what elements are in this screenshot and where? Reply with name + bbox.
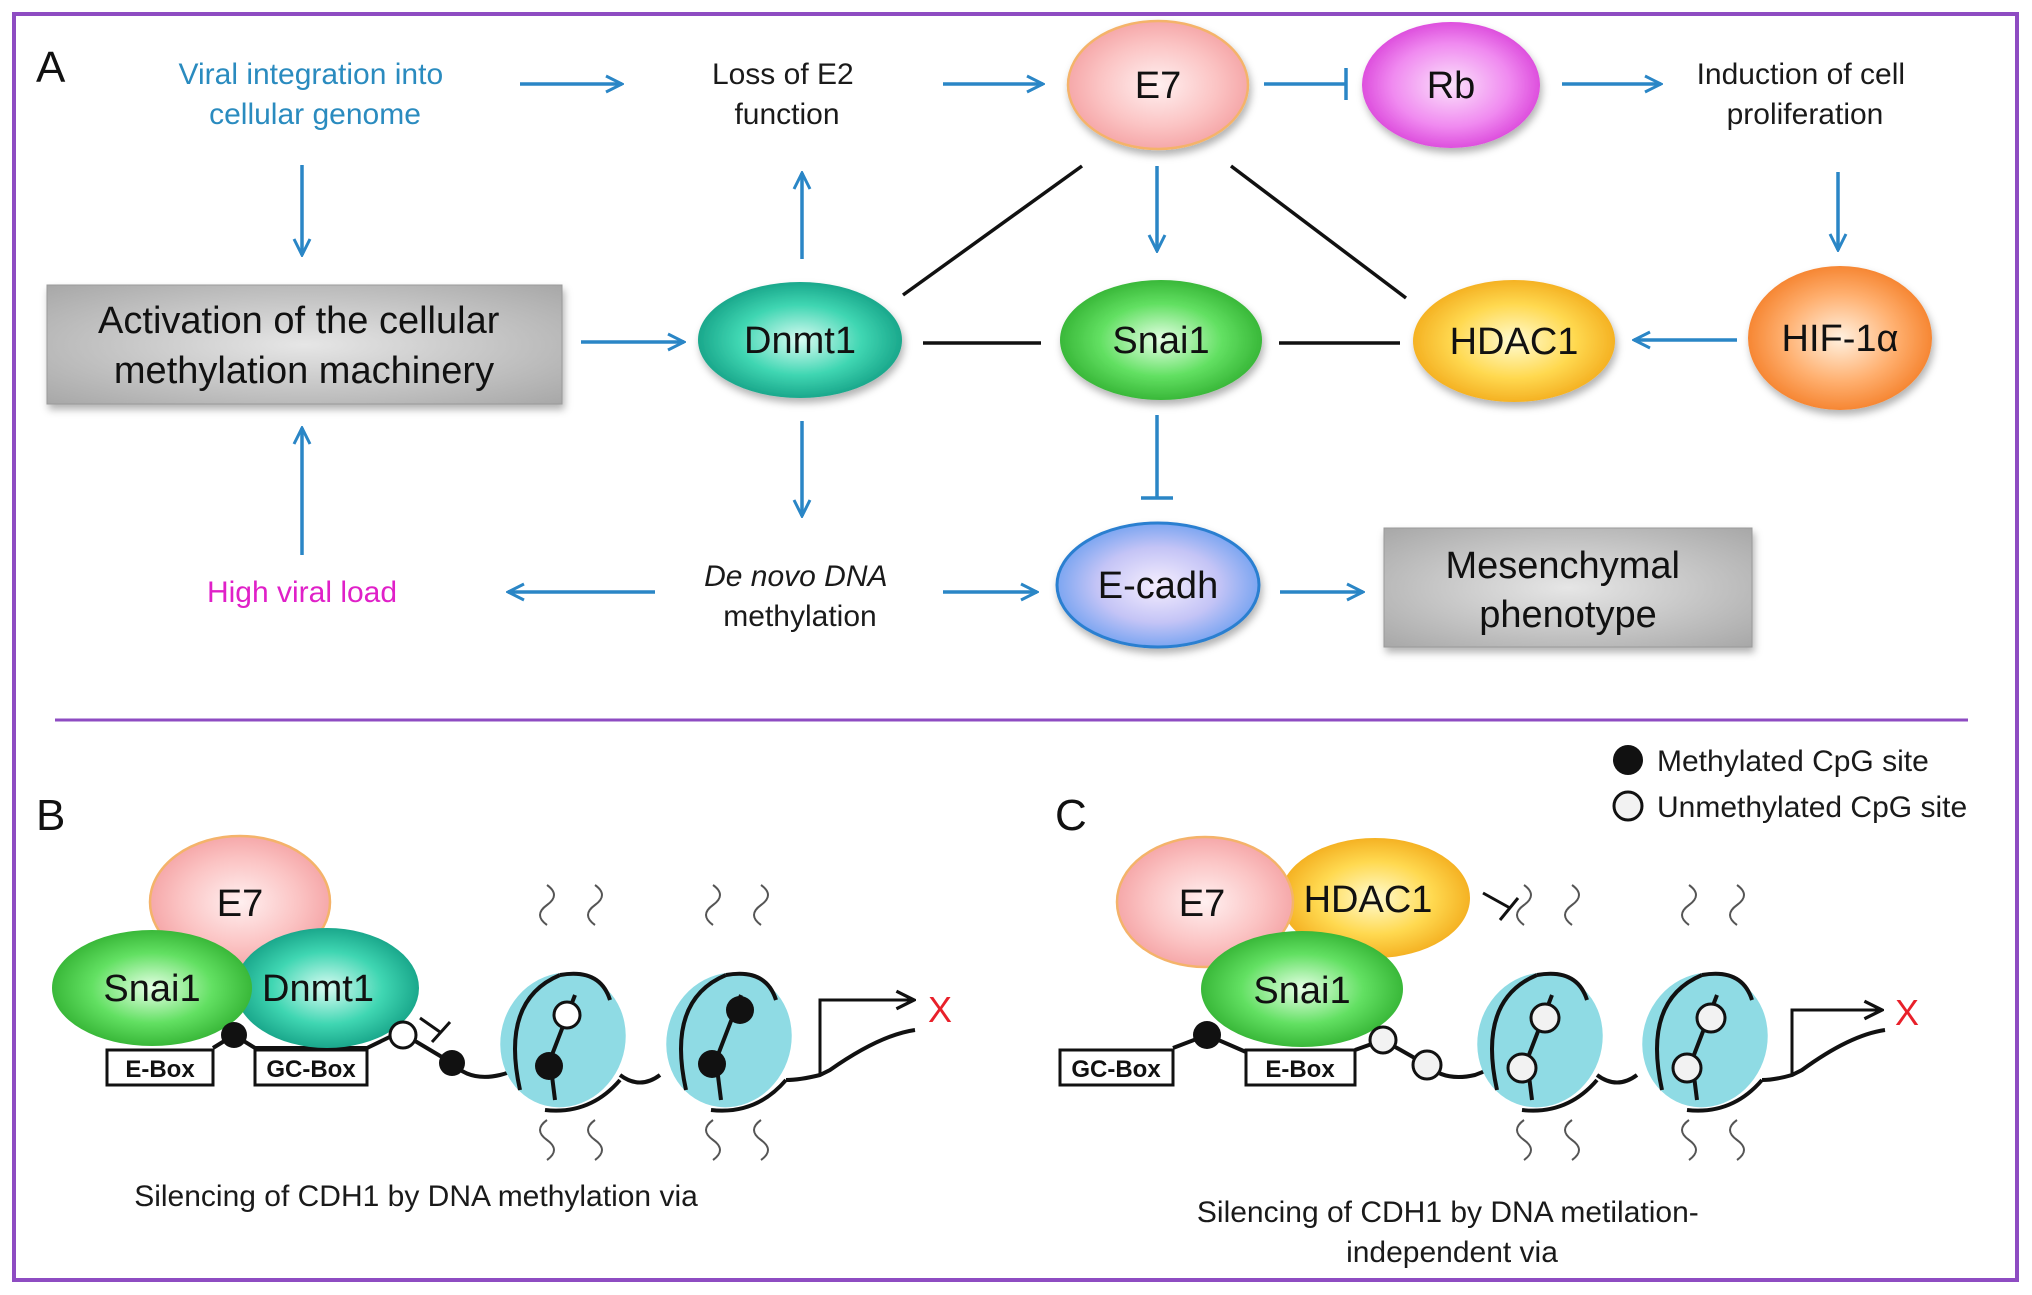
blocked-transcription-mark: X [1895, 992, 1919, 1033]
nucleosome [666, 884, 792, 1161]
inhibit-snai1-ecadh [1141, 415, 1173, 500]
blocked-transcription-mark: X [928, 989, 952, 1030]
viral-integration-label: Viral integration into cellular genome [179, 58, 452, 131]
methylated-cpg-icon [221, 1022, 247, 1048]
panel-b-letter: B [36, 791, 65, 840]
linker-dna [1595, 1073, 1639, 1085]
unmethylated-cpg-icon [388, 1020, 418, 1050]
complex-b-snai1 [52, 930, 252, 1046]
complex-c-snai1 [1201, 931, 1403, 1047]
transcription-start-site [785, 1000, 915, 1082]
legend-unmethylated-label: Unmethylated CpG site [1657, 791, 1967, 824]
activation-box [46, 284, 563, 405]
node-hdac1-label: HDAC1 [1450, 321, 1579, 363]
node-hif1a-label: HIF-1α [1782, 318, 1899, 360]
panel-c-caption: Silencing of CDH1 by DNA metilation- ind… [1197, 1196, 1707, 1269]
panel-b-caption: Silencing of CDH1 by DNA methylation via [134, 1180, 698, 1213]
linker-dna [618, 1073, 662, 1085]
node-ecadh [1055, 521, 1261, 649]
figure-frame [12, 12, 2019, 1282]
complex-c-e7-label: E7 [1179, 883, 1225, 925]
methylated-cpg-icon [1193, 1021, 1221, 1049]
node-snai1 [1060, 280, 1262, 400]
methylated-cpg-icon [535, 1052, 563, 1080]
complex-b-snai1-label: Snai1 [103, 968, 200, 1010]
unmethylated-cpg-icon [552, 1000, 582, 1030]
node-rb [1362, 22, 1540, 148]
panel-a-letter: A [36, 43, 66, 92]
complex-b-dnmt1 [235, 928, 419, 1048]
link-e7-dnmt1 [901, 164, 1084, 297]
e-box-label: E-Box [1265, 1056, 1335, 1083]
de-novo-methylation-label: De novo DNA methylation [704, 560, 896, 633]
complex-b-e7-label: E7 [217, 883, 263, 925]
node-rb-label: Rb [1427, 65, 1476, 107]
node-e7-label: E7 [1135, 65, 1181, 107]
complex-c-snai1-label: Snai1 [1253, 970, 1350, 1012]
node-hif1a [1748, 266, 1932, 410]
unmethylated-cpg-icon [1529, 1002, 1561, 1034]
legend-methylated-label: Methylated CpG site [1657, 745, 1929, 778]
complex-c-hdac1 [1280, 838, 1470, 958]
unmethylated-cpg-icon [1506, 1052, 1538, 1084]
node-dnmt1 [698, 282, 902, 398]
node-dnmt1-label: Dnmt1 [744, 320, 856, 362]
nucleosome [500, 884, 626, 1161]
gc-box-label: GC-Box [1071, 1056, 1161, 1083]
methylated-cpg-icon [698, 1050, 726, 1078]
complex-c-e7 [1115, 835, 1295, 969]
unmethylated-cpg-icon [1368, 1025, 1398, 1055]
mesenchymal-box-label: Mesenchymal phenotype [1446, 545, 1691, 636]
unmethylated-cpg-icon [1612, 790, 1644, 822]
legend: Methylated CpG site Unmethylated CpG sit… [1612, 745, 1967, 824]
e-box-label: E-Box [125, 1056, 195, 1083]
node-snai1-label: Snai1 [1112, 320, 1209, 362]
complex-b-dnmt1-label: Dnmt1 [262, 968, 374, 1010]
high-viral-load-label: High viral load [207, 576, 397, 609]
loss-of-e2-label: Loss of E2 function [712, 58, 862, 131]
gc-box-site [253, 1048, 369, 1087]
inhibition-mark-b [419, 1016, 452, 1044]
inhibition-mark-c [1482, 891, 1520, 921]
induction-label: Induction of cell proliferation [1697, 58, 1914, 131]
node-ecadh-label: E-cadh [1098, 565, 1218, 607]
e-box-site [105, 1048, 215, 1087]
e-box-site [1244, 1048, 1357, 1087]
unmethylated-cpg-icon [1411, 1049, 1443, 1081]
methylated-cpg-icon [1613, 745, 1643, 775]
complex-c-hdac1-label: HDAC1 [1304, 879, 1433, 921]
nucleosome [1642, 884, 1768, 1161]
node-e7 [1066, 19, 1250, 151]
unmethylated-cpg-icon [1671, 1052, 1703, 1084]
gc-box-label: GC-Box [266, 1056, 356, 1083]
methylated-cpg-icon [726, 996, 754, 1024]
unmethylated-cpg-icon [1695, 1002, 1727, 1034]
nucleosome [1477, 884, 1603, 1161]
methylated-cpg-icon [439, 1050, 465, 1076]
link-e7-hdac1 [1229, 164, 1408, 300]
node-hdac1 [1413, 280, 1615, 402]
panel-c-letter: C [1055, 791, 1087, 840]
gc-box-site [1058, 1048, 1175, 1087]
mesenchymal-box [1383, 527, 1753, 648]
inhibit-e7-rb [1264, 68, 1348, 100]
activation-box-label: Activation of the cellular methylation m… [98, 300, 510, 392]
transcription-start-site [1761, 1010, 1886, 1082]
